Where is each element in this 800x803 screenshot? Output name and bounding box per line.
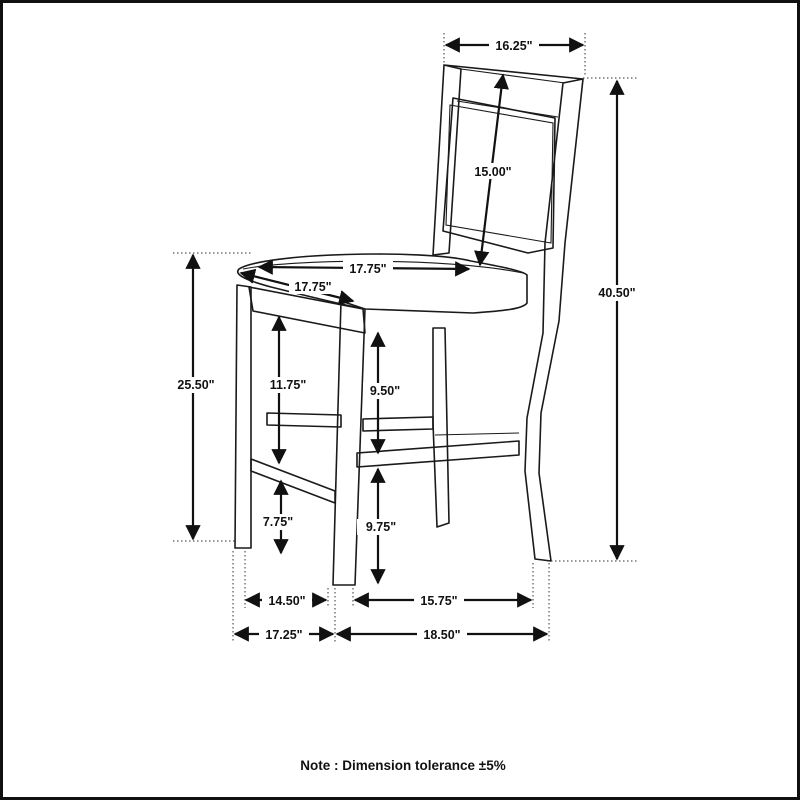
- chair-drawing: [234, 64, 584, 586]
- upper-side-stretcher-gap-label: 9.50": [370, 384, 400, 398]
- chair-front-left-leg: [234, 284, 252, 549]
- back-width-label: 16.25": [495, 39, 532, 53]
- lower-side-stretcher-height-label: 9.75": [366, 520, 396, 534]
- chair-lower-side-stretcher: [356, 440, 520, 468]
- chair-lower-front-stretcher: [250, 458, 336, 504]
- seat-width-label: 17.75": [349, 262, 386, 276]
- chair-upper-side-stretcher: [362, 416, 434, 432]
- dimension-labels: 16.25" 15.00" 40.50" 17.75" 17.75" 25.50…: [177, 39, 635, 642]
- extension-lines: [173, 33, 637, 643]
- side-leg-span-label: 15.75": [420, 594, 457, 608]
- chair-rear-stretcher: [434, 432, 520, 436]
- chair-rear-left-leg: [432, 327, 450, 528]
- overall-height-label: 40.50": [598, 286, 635, 300]
- front-leg-span-label: 14.50": [268, 594, 305, 608]
- label-backgrounds: [171, 38, 641, 642]
- upper-front-stretcher-gap-label: 11.75": [270, 378, 307, 392]
- diagram-canvas: 16.25" 15.00" 40.50" 17.75" 17.75" 25.50…: [171, 33, 641, 773]
- seat-depth-label: 17.75": [294, 280, 331, 294]
- tolerance-note: Note : Dimension tolerance ±5%: [300, 758, 505, 773]
- chair-back-panel-inner: [445, 104, 554, 244]
- overall-depth-label: 18.50": [423, 628, 460, 642]
- seat-height-label: 25.50": [177, 378, 214, 392]
- chair-back-panel: [442, 97, 556, 254]
- dimension-arrows: [185, 37, 625, 642]
- chair-front-right-leg: [332, 300, 366, 586]
- back-panel-height-label: 15.00": [474, 165, 511, 179]
- chair-back-frame: [432, 64, 584, 562]
- chair-upper-front-stretcher: [266, 412, 342, 428]
- overall-width-label: 17.25": [265, 628, 302, 642]
- lower-front-stretcher-height-label: 7.75": [263, 515, 293, 529]
